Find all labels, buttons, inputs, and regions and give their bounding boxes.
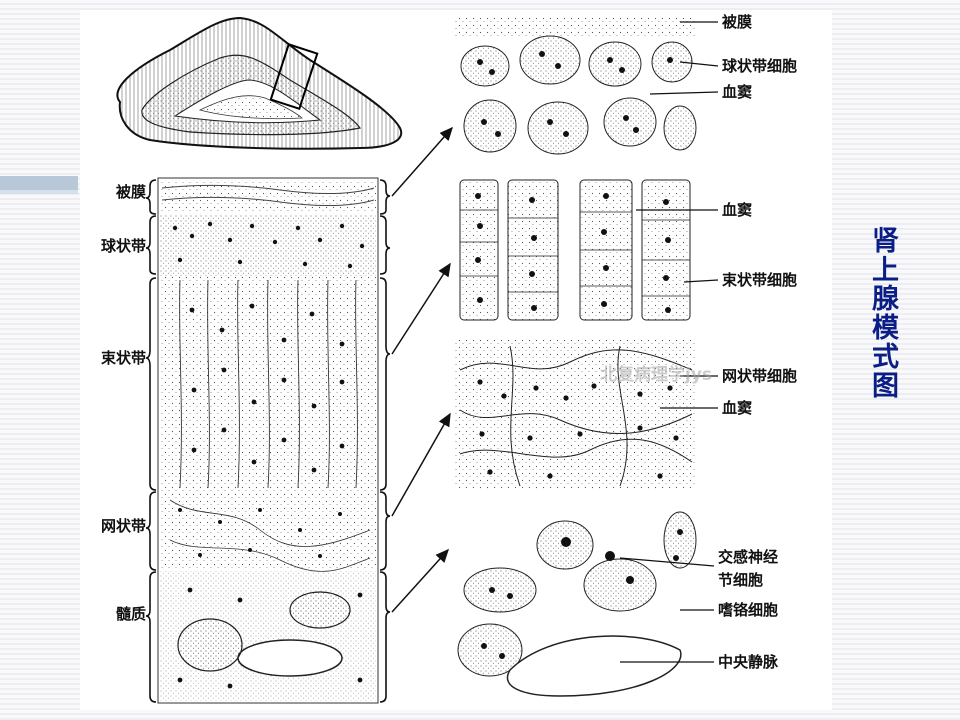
label-reticularis-left: 网状带 [100, 517, 146, 535]
label-glomerulosa-left: 球状带 [100, 237, 146, 255]
left-braces [145, 179, 157, 703]
label-capsule-left: 被膜 [115, 183, 146, 201]
adrenal-diagram: 被膜 球状带 束状带 网状带 髓质 被膜 球状带细胞 血窦 血窦 束状带细胞 网… [80, 10, 832, 710]
right-braces [379, 179, 391, 703]
zoom-arrows [391, 126, 453, 613]
label-sympathetic-ganglion-2: 节细胞 [718, 571, 764, 589]
label-fasciculata-cells: 束状带细胞 [722, 271, 798, 289]
diagram-svg [116, 16, 719, 704]
accent-bar-light [0, 190, 78, 194]
gland-outline [116, 16, 403, 150]
accent-bar [0, 176, 78, 190]
left-section [157, 177, 379, 704]
label-sympathetic-ganglion-1: 交感神经 [718, 548, 779, 566]
detail-panel-reticularis [455, 340, 695, 490]
detail-panel-glomerulosa [455, 18, 697, 158]
watermark: 北复病理学jys [600, 365, 713, 385]
label-sinusoid-2: 血窦 [722, 201, 753, 219]
slide-title: 肾上腺模式图 [867, 226, 898, 400]
detail-panel-fasciculata [455, 176, 695, 324]
label-sinusoid-1: 血窦 [722, 83, 753, 101]
label-reticularis-cells: 网状带细胞 [722, 367, 798, 385]
label-central-vein: 中央静脉 [718, 653, 779, 671]
label-capsule-right: 被膜 [722, 13, 753, 31]
label-glomerulosa-cells: 球状带细胞 [722, 57, 798, 75]
label-chromaffin-cells: 嗜铬细胞 [718, 601, 779, 619]
detail-panel-medulla [455, 504, 697, 704]
label-fasciculata-left: 束状带 [100, 349, 146, 367]
label-sinusoid-3: 血窦 [722, 399, 753, 417]
label-medulla-left: 髓质 [115, 605, 146, 623]
leader-lines [619, 21, 719, 663]
